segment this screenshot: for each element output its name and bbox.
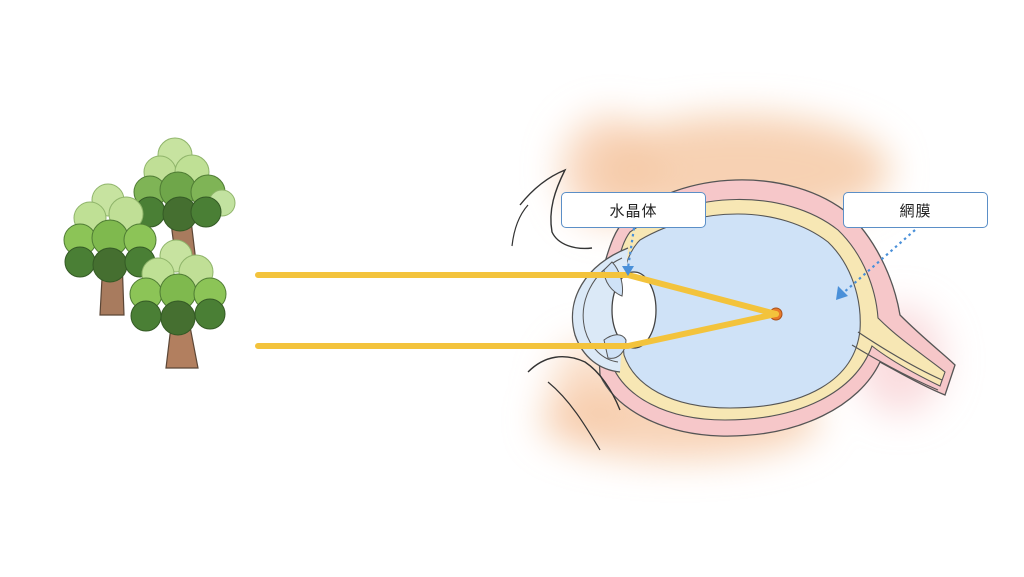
light-ray-lower [255,311,779,349]
optic-nerve [857,331,943,381]
retina-callout: 網膜 [843,192,988,228]
tree-front [129,239,227,369]
lens-callout: 水晶体 [561,192,706,228]
retina-label: 網膜 [899,201,932,220]
tree-left [63,183,157,316]
vitreous-body [620,213,861,409]
upper-eyelid [519,168,593,250]
lens-pointer [626,227,636,269]
lower-eyelid [527,356,621,411]
eye-cross-section-icon [511,115,956,460]
retina-pointer-arrow [836,286,848,300]
retina-pointer [841,229,916,295]
lens-label: 水晶体 [609,201,658,220]
tree-back [133,137,236,263]
lens-pointer-arrow [622,266,634,276]
pointer-lines [626,227,916,295]
tree-cluster-icon [63,137,236,369]
